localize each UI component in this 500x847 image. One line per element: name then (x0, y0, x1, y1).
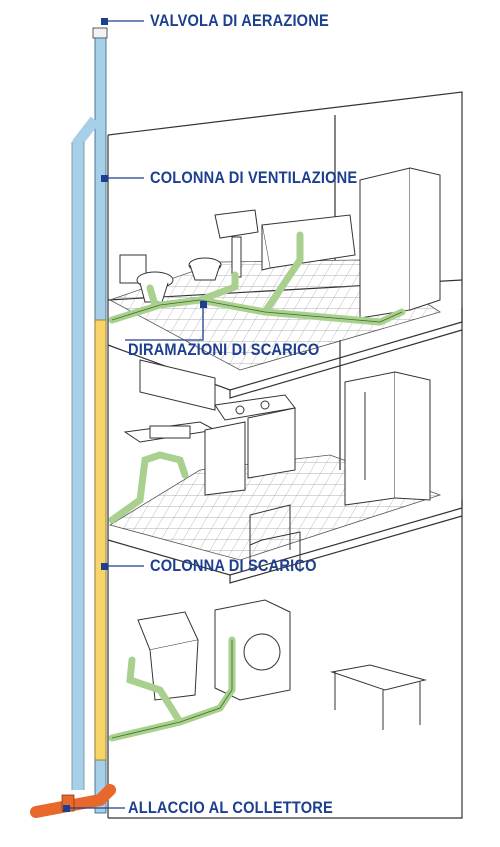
air-valve-label: VALVOLA DI AERAZIONE (150, 11, 329, 30)
leader-lines (66, 20, 204, 809)
drain-stack (94, 319, 107, 761)
dishwasher-icon (204, 421, 246, 496)
drain-stack-label: COLONNA DI SCARICO (150, 556, 317, 575)
shower-icon (359, 167, 441, 319)
toilet-icon (188, 257, 222, 281)
kitchen-sink-icon (123, 421, 217, 443)
air-valve-marker (101, 18, 108, 25)
sewer-connection-label: ALLACCIO AL COLLETTORE (128, 798, 333, 817)
bathtub-icon (261, 214, 356, 271)
kitchen-cabinets (139, 359, 216, 411)
air-valve-icon (92, 27, 108, 39)
vent-stack-marker (101, 175, 108, 182)
bench-icon (330, 664, 427, 730)
sink-icon (214, 209, 259, 278)
washing-machine-icon (214, 599, 291, 701)
stove-icon (214, 394, 296, 479)
sewer-connection-marker (63, 805, 70, 812)
branch-drain-outline (111, 299, 403, 739)
vent-stack-label: COLONNA DI VENTILAZIONE (150, 168, 358, 187)
drain-stack-marker (101, 563, 108, 570)
branch-drains-label: DIRAMAZIONI DI SCARICO (128, 340, 320, 359)
refrigerator-icon (344, 371, 431, 506)
laundry-tub-icon (137, 611, 199, 701)
branch-drains-marker (200, 301, 207, 308)
chair-icon (249, 504, 301, 572)
